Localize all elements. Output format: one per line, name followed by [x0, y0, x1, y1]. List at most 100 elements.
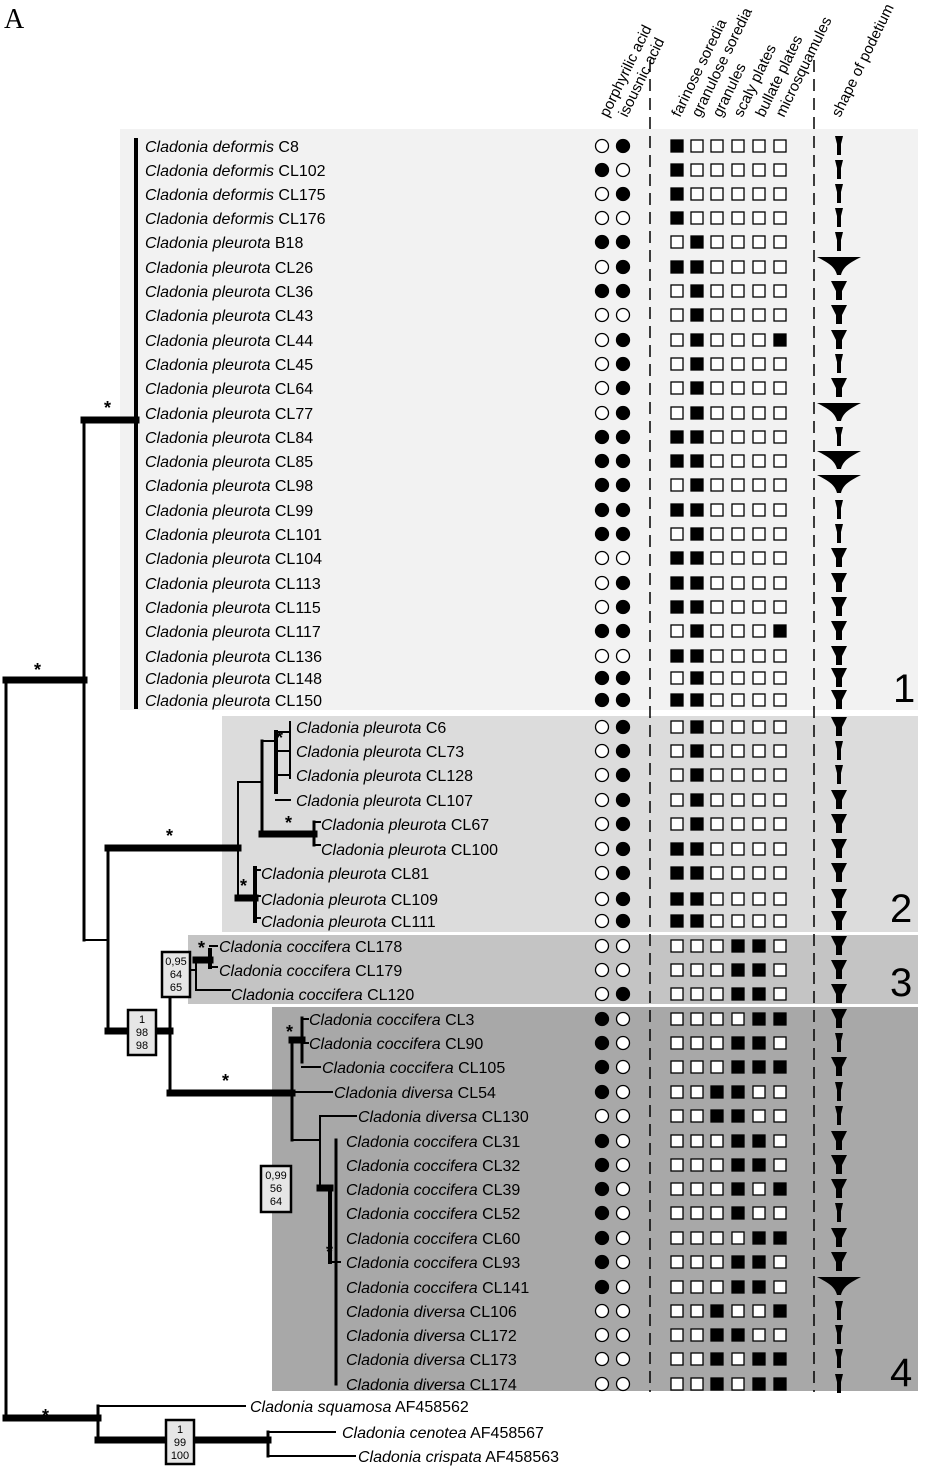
taxon-code: CL101	[270, 527, 322, 544]
podetium-shape-icon	[831, 1155, 847, 1174]
taxon-code: CL105	[454, 1060, 506, 1077]
taxon-genus: Cladonia pleurota	[261, 892, 387, 909]
trait-presence-square	[670, 1304, 684, 1318]
taxon-genus: Cladonia deformis	[145, 211, 274, 228]
acid-presence-circle	[594, 743, 610, 759]
trait-presence-square	[710, 892, 724, 906]
support-value-text: 1	[139, 1014, 145, 1026]
trait-presence-square	[670, 187, 684, 201]
trait-presence-square	[690, 235, 704, 249]
trait-presence-square	[710, 963, 724, 977]
trait-presence-square	[752, 163, 766, 177]
taxon-label: Cladonia coccifera CL179	[219, 963, 402, 980]
trait-presence-square	[773, 357, 787, 371]
taxon-code: CL39	[478, 1182, 521, 1199]
taxon-code: C6	[421, 720, 446, 737]
trait-presence-square	[690, 793, 704, 807]
trait-presence-square	[731, 1036, 745, 1050]
trait-presence-square	[710, 624, 724, 638]
trait-presence-square	[690, 357, 704, 371]
taxon-label: Cladonia pleurota CL45	[145, 357, 313, 374]
trait-presence-square	[670, 624, 684, 638]
acid-presence-circle	[594, 1230, 610, 1246]
acid-presence-circle	[594, 913, 610, 929]
trait-presence-square	[752, 793, 766, 807]
support-star: *	[34, 660, 41, 680]
taxon-code: CL106	[465, 1304, 517, 1321]
acid-presence-circle	[594, 307, 610, 323]
podetium-shape-icon	[835, 524, 843, 543]
trait-presence-square	[670, 454, 684, 468]
podetium-shape-icon	[831, 1009, 847, 1028]
trait-presence-square	[773, 333, 787, 347]
support-star: *	[42, 1406, 49, 1426]
trait-presence-square	[710, 1304, 724, 1318]
trait-presence-square	[670, 693, 684, 707]
clade-number-label: 4	[890, 1351, 912, 1395]
taxon-code: CL43	[270, 308, 313, 325]
taxon-code: C8	[274, 139, 299, 156]
trait-presence-square	[690, 987, 704, 1001]
acid-presence-circle	[594, 332, 610, 348]
taxon-label: Cladonia coccifera CL52	[346, 1206, 520, 1223]
taxon-genus: Cladonia coccifera	[219, 939, 351, 956]
acid-presence-circle	[594, 138, 610, 154]
podetium-shape-icon	[835, 160, 843, 179]
podetium-shape-icon	[835, 1203, 843, 1222]
trait-presence-square	[690, 1255, 704, 1269]
trait-presence-square	[670, 720, 684, 734]
trait-presence-square	[731, 866, 745, 880]
podetium-shape-icon	[831, 911, 847, 930]
trait-presence-square	[670, 817, 684, 831]
podetium-shape-icon	[831, 814, 847, 833]
trait-presence-square	[773, 600, 787, 614]
acid-presence-circle	[594, 356, 610, 372]
acid-presence-circle	[615, 743, 631, 759]
trait-presence-square	[670, 503, 684, 517]
trait-presence-square	[690, 1377, 704, 1391]
trait-presence-square	[710, 649, 724, 663]
taxon-label: Cladonia pleurota CL73	[296, 744, 464, 761]
trait-presence-square	[773, 842, 787, 856]
acid-presence-circle	[594, 380, 610, 396]
acid-presence-circle	[615, 138, 631, 154]
trait-presence-square	[731, 1280, 745, 1294]
trait-presence-square	[690, 308, 704, 322]
taxon-label: Cladonia pleurota CL128	[296, 768, 473, 785]
trait-presence-square	[773, 478, 787, 492]
support-value-box	[164, 1418, 196, 1466]
taxon-genus: Cladonia pleurota	[145, 600, 271, 617]
trait-presence-square	[731, 1206, 745, 1220]
clade-2-shading	[222, 716, 918, 932]
podetium-shape-icon	[817, 257, 861, 275]
taxon-label: Cladonia pleurota CL77	[145, 406, 313, 423]
trait-presence-square	[752, 866, 766, 880]
acid-presence-circle	[594, 1205, 610, 1221]
trait-presence-square	[752, 914, 766, 928]
taxon-label: Cladonia coccifera CL178	[219, 939, 402, 956]
trait-presence-square	[710, 430, 724, 444]
trait-presence-square	[731, 284, 745, 298]
trait-presence-square	[690, 503, 704, 517]
trait-presence-square	[773, 1109, 787, 1123]
trait-presence-square	[731, 1377, 745, 1391]
trait-presence-square	[670, 406, 684, 420]
trait-presence-square	[731, 842, 745, 856]
trait-presence-square	[710, 768, 724, 782]
trait-presence-square	[670, 430, 684, 444]
trait-presence-square	[773, 187, 787, 201]
support-value-text: 99	[174, 1437, 186, 1449]
trait-presence-square	[731, 503, 745, 517]
trait-presence-square	[670, 139, 684, 153]
trait-presence-square	[710, 866, 724, 880]
trait-presence-square	[670, 551, 684, 565]
podetium-shape-icon	[835, 500, 843, 519]
taxon-label: Cladonia coccifera CL3	[309, 1012, 475, 1029]
taxon-genus: Cladonia crispata	[358, 1449, 482, 1466]
acid-presence-circle	[594, 1035, 610, 1051]
trait-presence-square	[773, 284, 787, 298]
taxon-genus: Cladonia pleurota	[145, 576, 271, 593]
trait-presence-square	[710, 1158, 724, 1172]
taxon-genus: Cladonia pleurota	[321, 842, 447, 859]
